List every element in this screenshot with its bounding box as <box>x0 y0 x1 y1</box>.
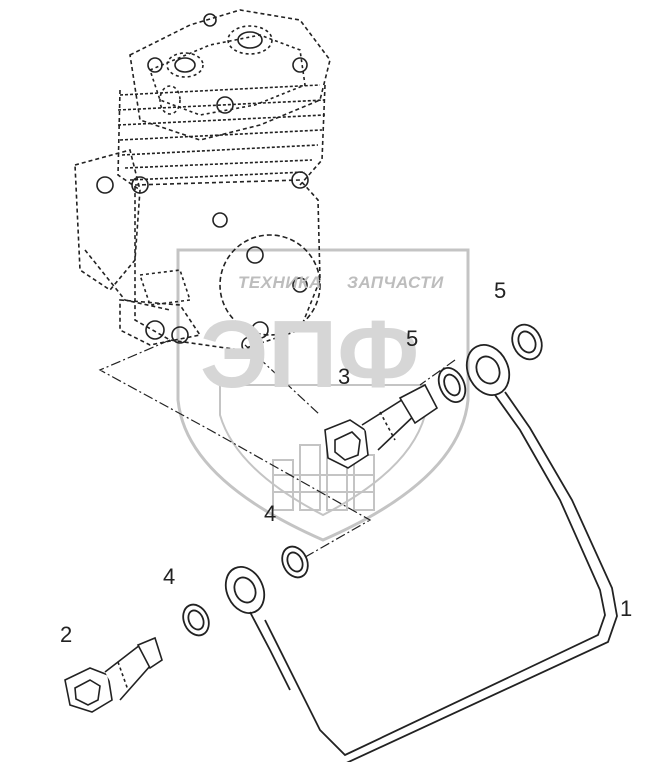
callout-washer-upper: 5 <box>494 278 507 303</box>
callout-bolt: 2 <box>60 622 73 647</box>
washer-upper <box>511 323 543 361</box>
washer-lower-group <box>182 545 309 637</box>
watermark-brand-left: ТЕХНИКА <box>238 273 322 292</box>
watermark-brand-right: ЗАПЧАСТИ <box>347 273 444 292</box>
pipe-assembly <box>224 344 618 766</box>
washer-lower <box>182 603 210 637</box>
callout-washer-upper-inner: 5 <box>406 326 419 351</box>
callout-washer-lower: 4 <box>163 564 176 589</box>
washer-middle <box>281 545 309 579</box>
callout-washer-middle: 4 <box>264 501 277 526</box>
compressor <box>74 9 331 354</box>
watermark-monogram: ЭПФ <box>200 301 420 408</box>
leader-lines <box>98 339 456 561</box>
hex-bolt <box>64 636 163 713</box>
callout-banjo-bolt: 3 <box>338 364 351 389</box>
washer-upper-group <box>437 323 543 403</box>
callout-pipe: 1 <box>620 596 633 621</box>
banjo-bolt <box>324 383 439 469</box>
washer-upper-inner <box>437 367 467 403</box>
